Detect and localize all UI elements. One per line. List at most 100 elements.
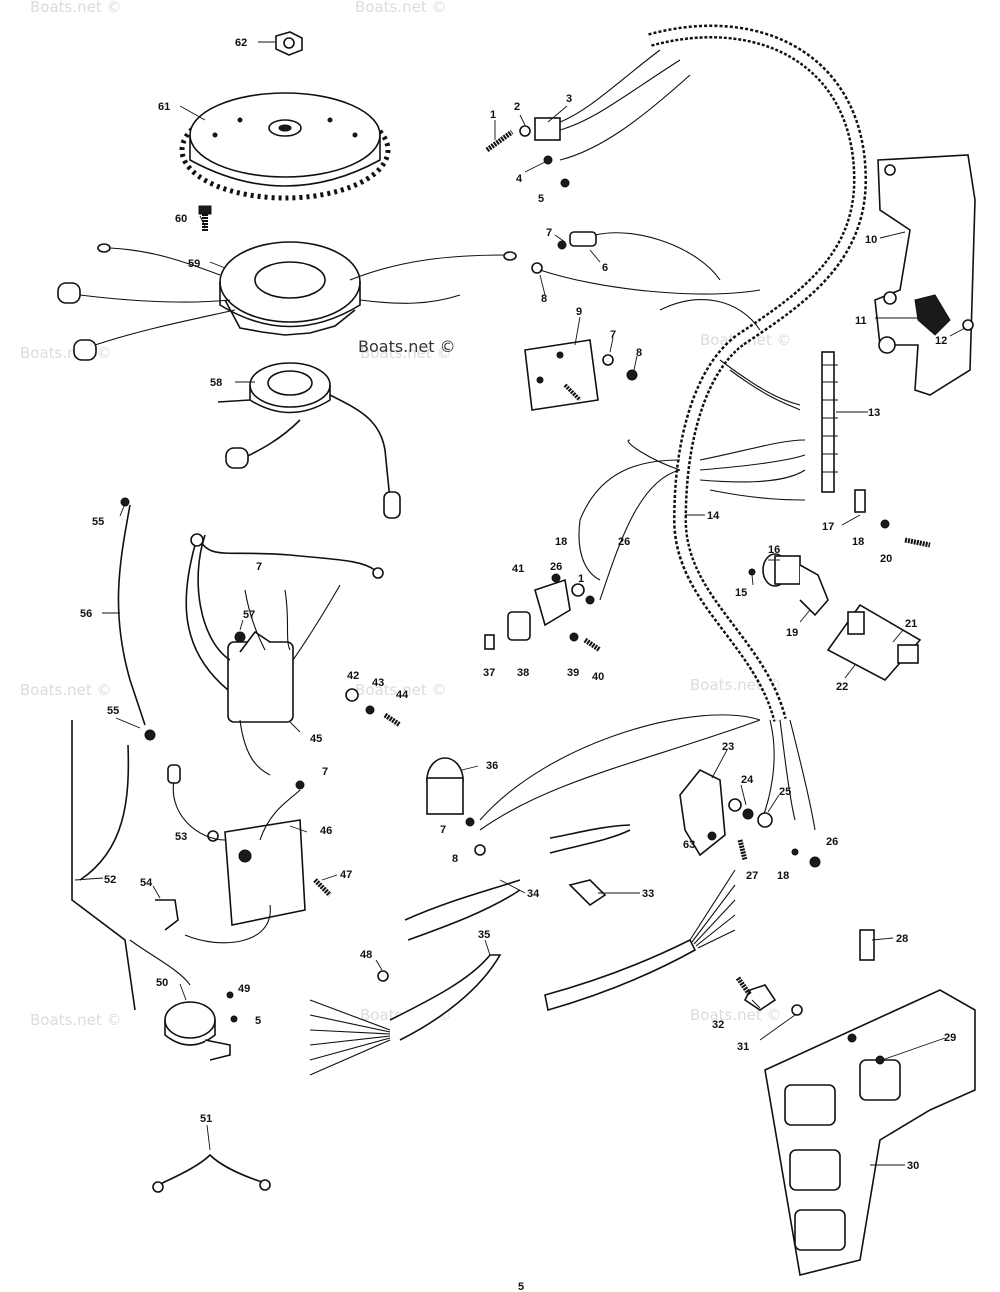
callout-label: 1 xyxy=(490,109,496,121)
callout-label: 15 xyxy=(735,587,747,599)
callout-label: 53 xyxy=(175,831,187,843)
callout-label: 41 xyxy=(512,563,524,575)
callout-label: 40 xyxy=(592,671,604,683)
harness-35 xyxy=(309,869,736,1076)
condenser-36 xyxy=(426,719,761,856)
callout-label: 17 xyxy=(822,521,834,533)
callout-label: 4 xyxy=(516,173,523,185)
trigger-58 xyxy=(217,362,401,519)
callout-label: 27 xyxy=(746,870,758,882)
callout-label: 26 xyxy=(618,536,630,548)
callout-label: 31 xyxy=(737,1041,749,1053)
callout-label: 24 xyxy=(741,774,754,786)
callout-label: 62 xyxy=(235,37,247,49)
callout-label: 7 xyxy=(610,329,616,341)
callout-label: 7 xyxy=(440,824,446,836)
watermark: Boats.net © xyxy=(30,0,122,16)
callout-label: 7 xyxy=(256,561,262,573)
callout-label: 59 xyxy=(188,258,200,270)
callout-label: 16 xyxy=(768,544,780,556)
callout-label: 60 xyxy=(175,213,187,225)
callout-label: 32 xyxy=(712,1019,724,1031)
callout-label: 8 xyxy=(541,293,547,305)
callout-label: 36 xyxy=(486,760,498,772)
callout-label: 35 xyxy=(478,929,490,941)
callout-label: 52 xyxy=(104,874,116,886)
watermark: Boats.net © xyxy=(30,1011,122,1029)
callout-label: 55 xyxy=(107,705,119,717)
callout-label: 51 xyxy=(200,1113,212,1125)
callout-label: 39 xyxy=(567,667,579,679)
callout-label: 14 xyxy=(707,510,720,522)
callout-label: 38 xyxy=(517,667,529,679)
flywheel-61 xyxy=(179,92,391,201)
callout-label: 55 xyxy=(92,516,104,528)
callout-label: 30 xyxy=(907,1160,919,1172)
power-pack-45 xyxy=(185,533,402,776)
page-marker: 5 xyxy=(518,1281,524,1292)
sensor-6 xyxy=(531,231,761,295)
callout-labels: 62 61 1 2 3 4 5 60 7 6 10 59 8 11 12 9 7… xyxy=(80,37,956,1172)
callout-label: 47 xyxy=(340,869,352,881)
solenoid-23 xyxy=(679,768,821,868)
callout-label: 18 xyxy=(777,870,789,882)
callout-label: 23 xyxy=(722,741,734,753)
callout-label: 33 xyxy=(642,888,654,900)
terminal-block-13 xyxy=(821,351,931,548)
callout-label: 34 xyxy=(527,888,540,900)
watermark-main: Boats.net © xyxy=(358,337,456,356)
callout-label: 45 xyxy=(310,733,322,745)
callout-label: 21 xyxy=(905,618,917,630)
callout-label: 49 xyxy=(238,983,250,995)
callout-label: 7 xyxy=(546,227,552,239)
watermark: Boats.net © xyxy=(20,681,112,699)
callout-label: 9 xyxy=(576,306,582,318)
callout-label: 43 xyxy=(372,677,384,689)
callout-label: 44 xyxy=(396,689,409,701)
callout-label: 11 xyxy=(855,315,867,327)
watermark: Boats.net © xyxy=(690,1006,782,1024)
callout-label: 42 xyxy=(347,670,359,682)
callout-label: 18 xyxy=(555,536,567,548)
plate-22 xyxy=(826,603,922,682)
callout-label: 56 xyxy=(80,608,92,620)
callout-label: 28 xyxy=(896,933,908,945)
callout-label: 29 xyxy=(944,1032,956,1044)
module-46 xyxy=(167,764,332,944)
callout-label: 8 xyxy=(452,853,458,865)
callout-label: 37 xyxy=(483,667,495,679)
bracket-10 xyxy=(874,154,976,396)
callout-label: 20 xyxy=(880,553,892,565)
watermark: Boats.net © xyxy=(360,344,452,362)
callout-label: 18 xyxy=(852,536,864,548)
callout-label: 2 xyxy=(514,101,520,113)
mount-plate-30 xyxy=(735,929,976,1276)
callout-label: 25 xyxy=(779,786,791,798)
callout-label: 6 xyxy=(602,262,608,274)
callout-label: 26 xyxy=(826,836,838,848)
callout-label: 5 xyxy=(255,1015,261,1027)
callout-label: 48 xyxy=(360,949,372,961)
stator-59 xyxy=(57,241,517,361)
callout-label: 3 xyxy=(566,93,572,105)
callout-label: 63 xyxy=(683,839,695,851)
callout-label: 58 xyxy=(210,377,222,389)
callout-label: 61 xyxy=(158,101,170,113)
leader-lines xyxy=(74,41,966,1166)
nut-62 xyxy=(275,31,303,56)
harness-14 xyxy=(479,24,868,831)
watermark: Boats.net © xyxy=(20,344,112,362)
callout-label: 50 xyxy=(156,977,168,989)
callout-label: 22 xyxy=(836,681,848,693)
switch-3 xyxy=(485,49,691,188)
ground-cable-56 xyxy=(117,497,156,741)
callout-label: 57 xyxy=(243,609,255,621)
callout-label: 46 xyxy=(320,825,332,837)
callout-label: 26 xyxy=(550,561,562,573)
callout-label: 8 xyxy=(636,347,642,359)
watermark: Boats.net © xyxy=(355,681,447,699)
callout-label: 10 xyxy=(865,234,877,246)
key-switch-16 xyxy=(748,553,829,617)
relay-41 xyxy=(484,573,602,653)
